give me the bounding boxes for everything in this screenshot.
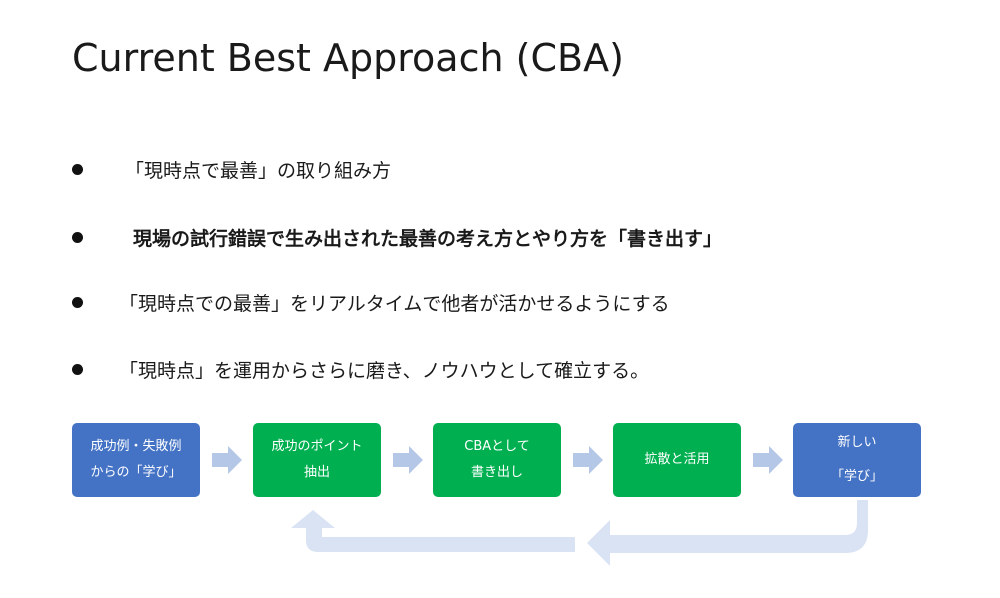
- flow-step-line: CBAとして: [464, 439, 530, 454]
- flow-step-line: からの「学び」: [90, 465, 182, 480]
- bullet-text: 「現時点で最善」の取り組み方: [125, 159, 392, 182]
- flow-step-line: 「学び」: [830, 469, 883, 484]
- flow-step-learning: 成功例・失敗例 からの「学び」: [72, 423, 200, 497]
- bullet-item: 「現時点での最善」をリアルタイムで他者が活かせるようにする: [72, 290, 670, 315]
- bullet-dot-icon: [72, 363, 83, 375]
- bullet-text: 現場の試行錯誤で生み出された最善の考え方とやり方を「書き出す」: [133, 227, 723, 250]
- flow-step-line: 拡散と活用: [644, 452, 710, 467]
- flow-step-line: 成功のポイント: [271, 439, 363, 454]
- bullet-dot-icon: [72, 231, 83, 243]
- flow-step-line: 抽出: [303, 465, 330, 480]
- flow-step-spread: 拡散と活用: [613, 423, 741, 497]
- flow-step-extract: 成功のポイント 抽出: [253, 423, 381, 497]
- bullet-text: 「現時点」を運用からさらに磨き、ノウハウとして確立する。: [119, 359, 650, 382]
- bullet-item: 現場の試行錯誤で生み出された最善の考え方とやり方を「書き出す」: [72, 225, 723, 250]
- bullet-dot-icon: [72, 163, 83, 175]
- flow-step-write-out: CBAとして 書き出し: [433, 423, 561, 497]
- bullet-dot-icon: [72, 296, 83, 308]
- flow-step-line: 書き出し: [470, 465, 523, 480]
- flow-step-new-learning: 新しい 「学び」: [793, 423, 921, 497]
- bullet-item: 「現時点で最善」の取り組み方: [72, 157, 392, 182]
- slide-title: Current Best Approach (CBA): [72, 36, 624, 80]
- flow-step-line: 成功例・失敗例: [90, 439, 182, 454]
- flow-step-line: 新しい: [837, 435, 877, 450]
- right-arrow-icon: [393, 446, 423, 474]
- bullet-item: 「現時点」を運用からさらに磨き、ノウハウとして確立する。: [72, 357, 650, 382]
- right-arrow-icon: [573, 446, 603, 474]
- right-arrow-icon: [212, 446, 242, 474]
- right-arrow-icon: [753, 446, 783, 474]
- bullet-text: 「現時点での最善」をリアルタイムで他者が活かせるようにする: [119, 292, 670, 315]
